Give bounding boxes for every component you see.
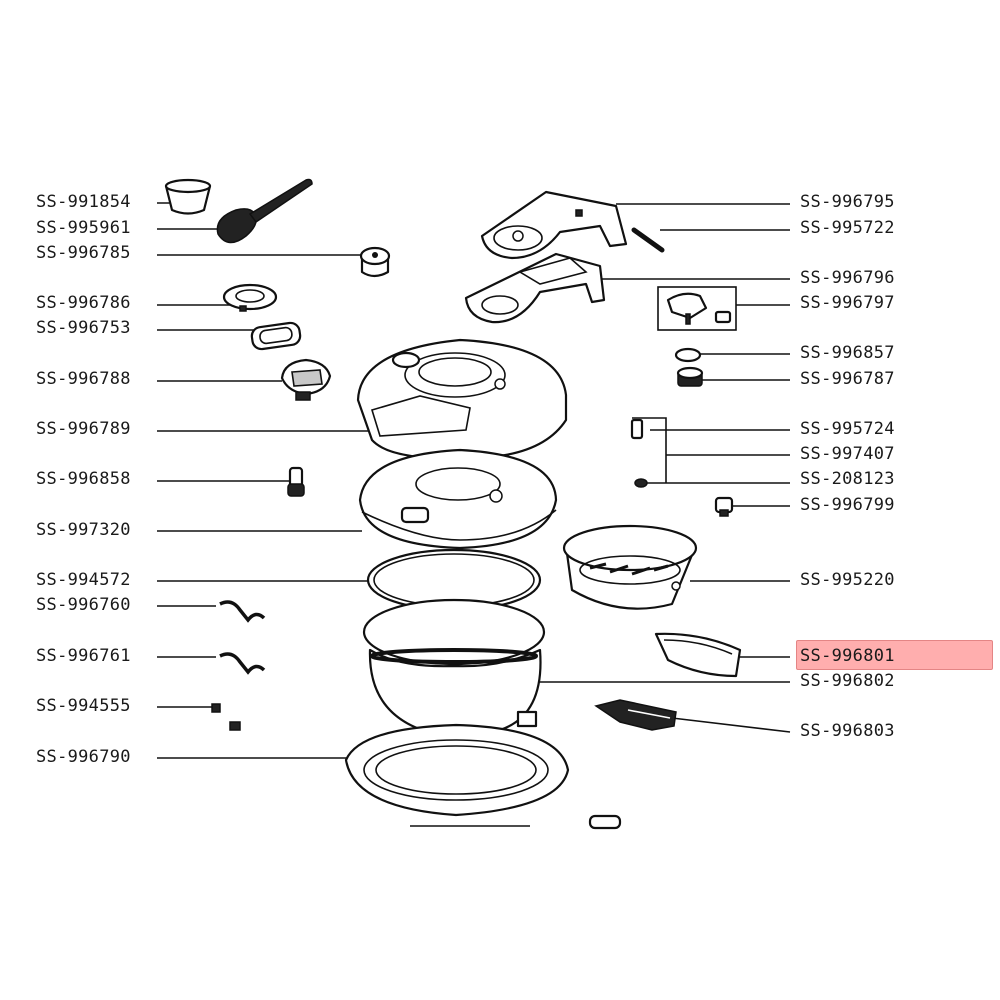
part-label-ss-994572[interactable]: SS-994572 — [36, 570, 131, 590]
valve-ring-plate — [222, 283, 278, 312]
base-housing — [344, 710, 622, 830]
part-label-ss-994555[interactable]: SS-994555 — [36, 696, 131, 716]
part-label-ss-995220[interactable]: SS-995220 — [800, 570, 895, 590]
square-seal — [250, 321, 302, 351]
part-label-ss-996799[interactable]: SS-996799 — [800, 495, 895, 515]
part-label-ss-996760[interactable]: SS-996760 — [36, 595, 131, 615]
right-leader-lines — [535, 203, 791, 733]
part-label-ss-995724[interactable]: SS-995724 — [800, 419, 895, 439]
hinge-pin — [631, 227, 665, 253]
part-label-ss-996788[interactable]: SS-996788 — [36, 369, 131, 389]
part-label-ss-997320[interactable]: SS-997320 — [36, 520, 131, 540]
valve-pin — [630, 418, 644, 440]
top-handle-cover — [480, 190, 628, 260]
wire-clip-lower — [219, 652, 266, 675]
inner-lid — [358, 448, 558, 550]
part-label-ss-996797[interactable]: SS-996797 — [800, 293, 895, 313]
small-seal — [634, 478, 648, 488]
wire-clip-upper — [219, 600, 266, 623]
part-label-ss-996803[interactable]: SS-996803 — [800, 721, 895, 741]
handle-strip — [594, 699, 677, 731]
part-label-ss-996761[interactable]: SS-996761 — [36, 646, 131, 666]
rice-spoon — [216, 178, 313, 244]
selected-part-highlight — [796, 640, 993, 670]
part-label-ss-996790[interactable]: SS-996790 — [36, 747, 131, 767]
steam-valve-cap — [359, 246, 391, 278]
safety-valve — [287, 466, 305, 497]
vent-plug — [714, 496, 734, 517]
part-label-ss-996753[interactable]: SS-996753 — [36, 318, 131, 338]
o-ring — [674, 347, 702, 363]
part-label-ss-991854[interactable]: SS-991854 — [36, 192, 131, 212]
condensation-collector — [654, 632, 742, 678]
part-label-ss-995961[interactable]: SS-995961 — [36, 218, 131, 238]
small-fasteners — [211, 703, 241, 731]
release-button-assembly — [666, 292, 732, 325]
measuring-cup — [164, 178, 212, 215]
outer-lid-cover — [356, 338, 568, 460]
valve-mechanism — [280, 358, 332, 401]
part-label-ss-996785[interactable]: SS-996785 — [36, 243, 131, 263]
part-label-ss-997407[interactable]: SS-997407 — [800, 444, 895, 464]
part-label-ss-208123[interactable]: SS-208123 — [800, 469, 895, 489]
inner-pot — [362, 598, 546, 737]
part-label-ss-996796[interactable]: SS-996796 — [800, 268, 895, 288]
part-label-ss-996802[interactable]: SS-996802 — [800, 671, 895, 691]
float-valve — [676, 366, 704, 387]
part-label-ss-996787[interactable]: SS-996787 — [800, 369, 895, 389]
part-label-ss-996786[interactable]: SS-996786 — [36, 293, 131, 313]
part-label-ss-995722[interactable]: SS-995722 — [800, 218, 895, 238]
part-label-ss-996858[interactable]: SS-996858 — [36, 469, 131, 489]
part-label-ss-996857[interactable]: SS-996857 — [800, 343, 895, 363]
part-label-ss-996795[interactable]: SS-996795 — [800, 192, 895, 212]
steam-basket — [562, 524, 698, 610]
part-label-ss-996789[interactable]: SS-996789 — [36, 419, 131, 439]
part-label-ss-996801[interactable]: SS-996801 — [800, 646, 895, 666]
handle-frame — [464, 252, 606, 324]
